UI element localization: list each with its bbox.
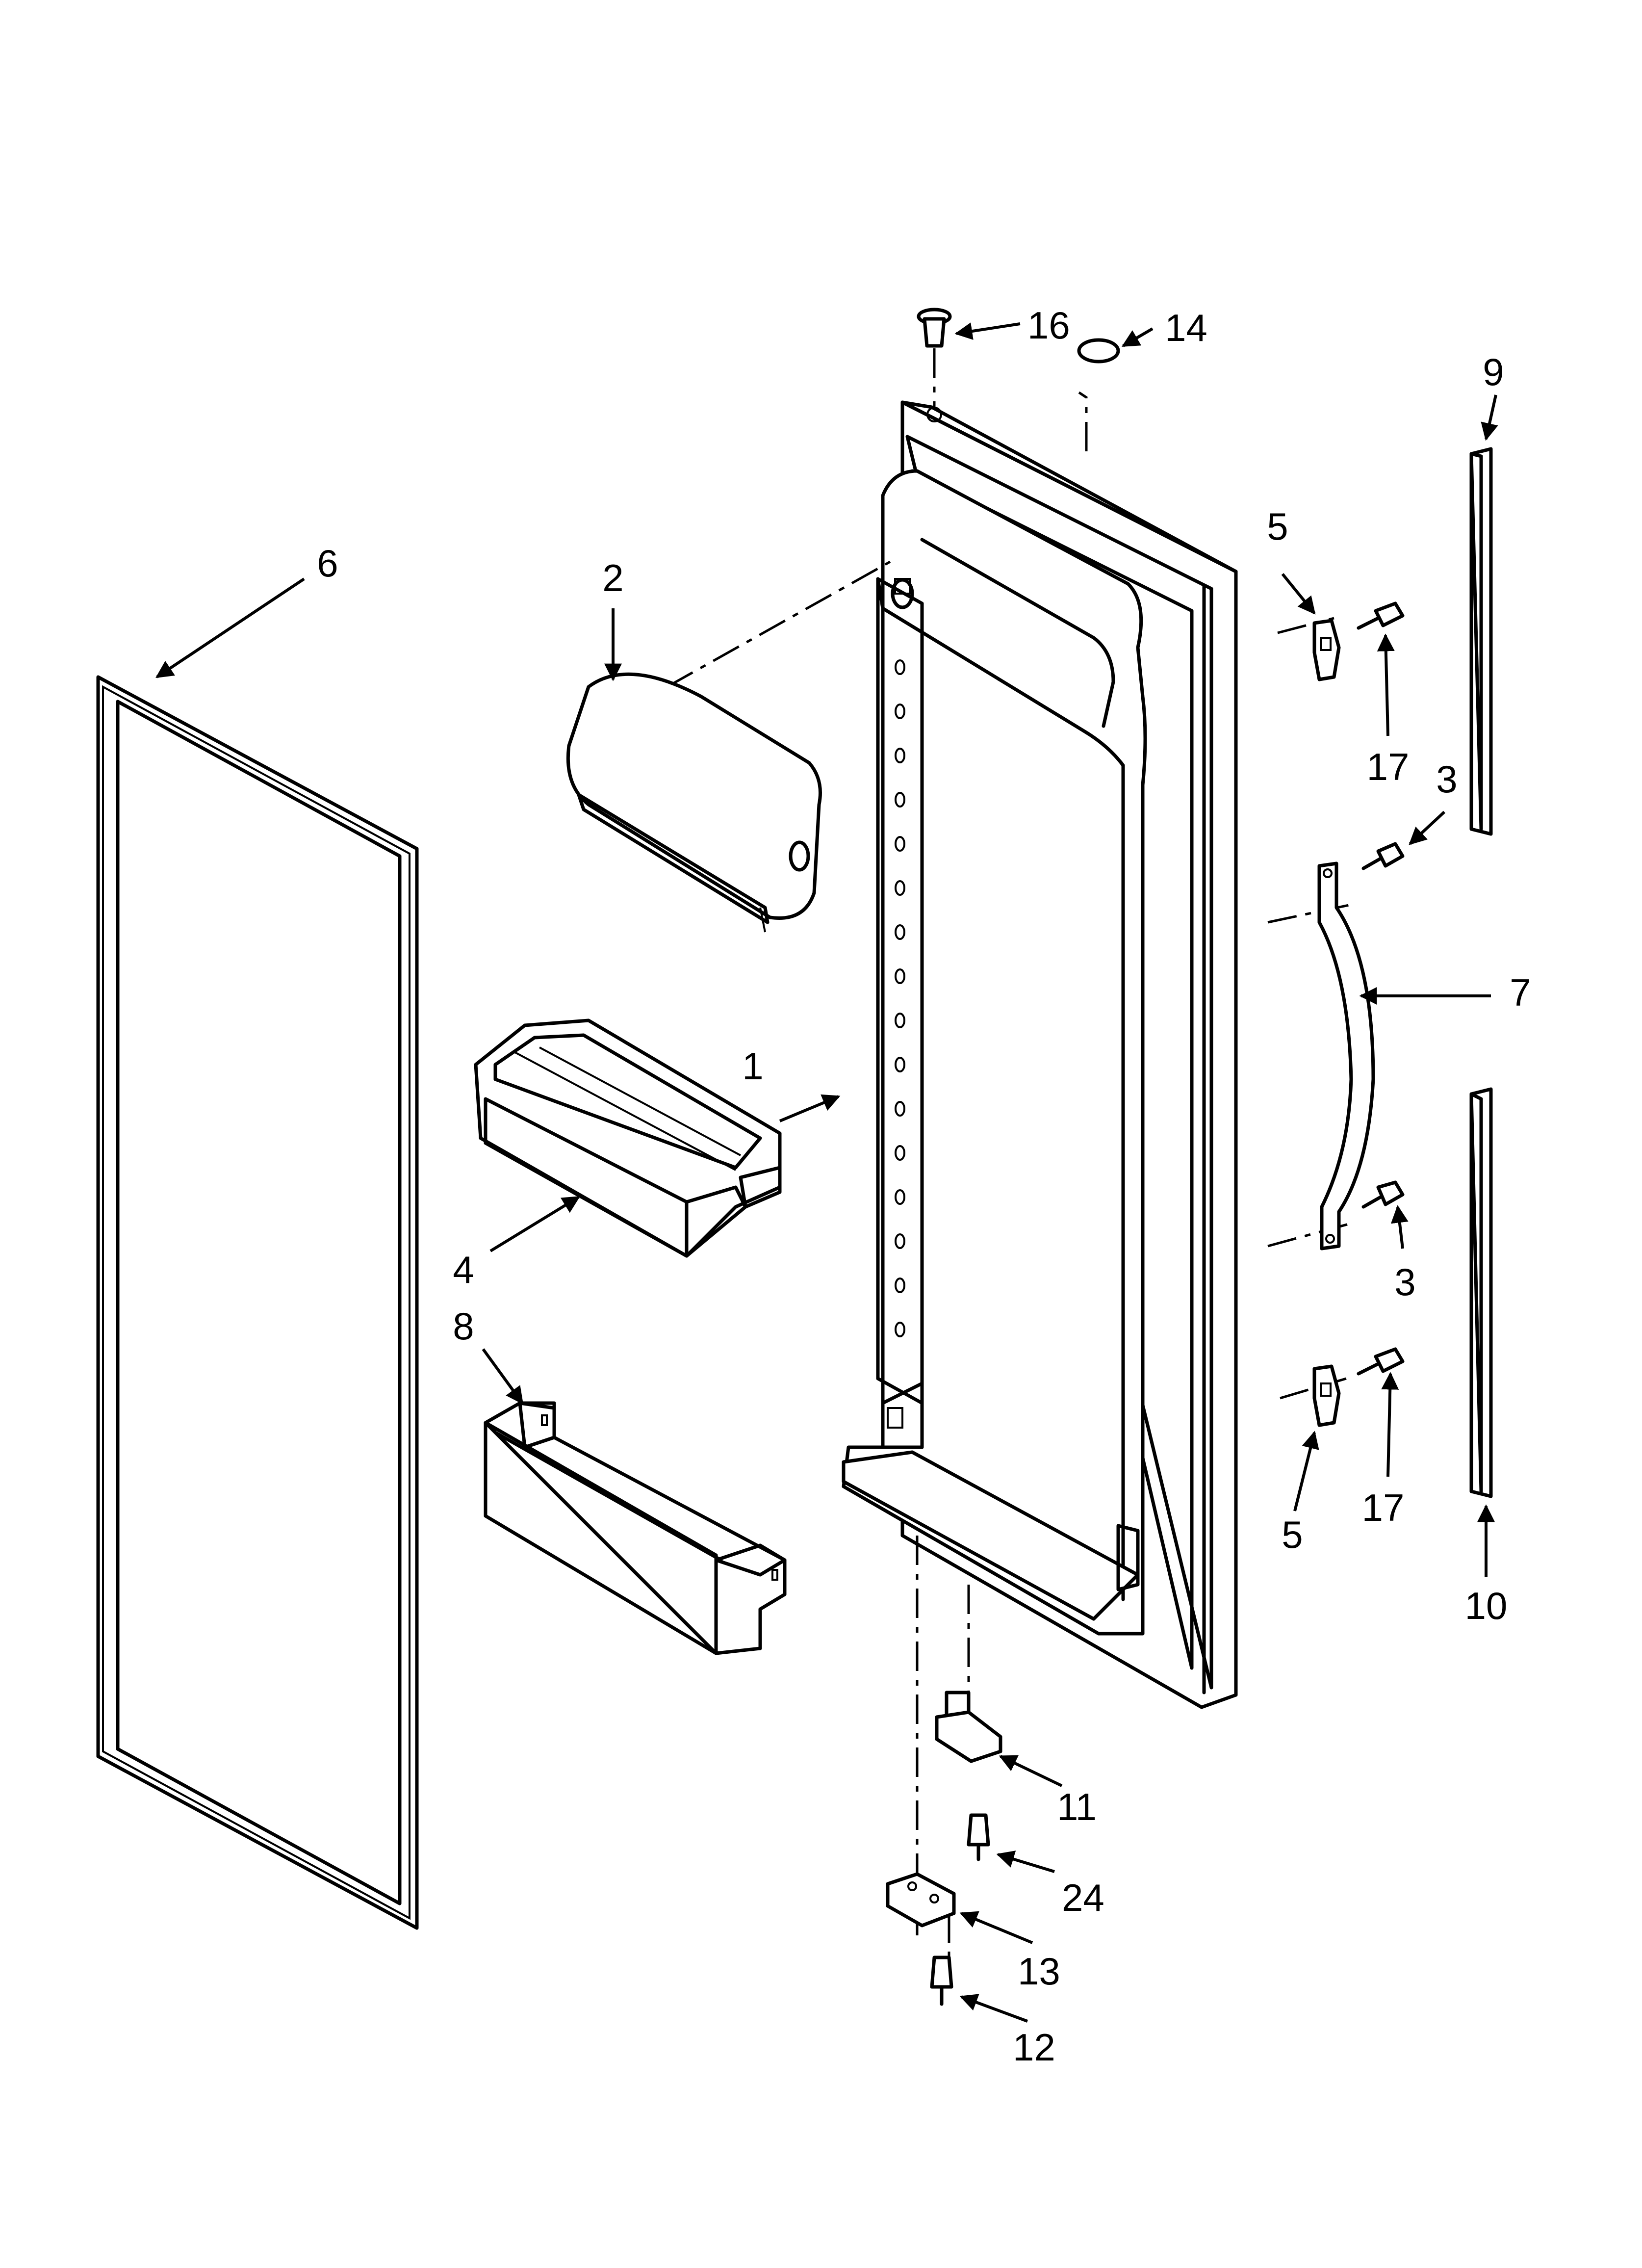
callout-4: 4 (453, 1248, 474, 1291)
door-liner-part (842, 400, 1238, 1709)
callout-7: 7 (1510, 971, 1531, 1014)
callout-17-lower: 17 (1362, 1486, 1405, 1529)
callout-9: 9 (1483, 350, 1504, 393)
dairy-door-part (566, 672, 822, 933)
callout-16: 16 (1027, 304, 1070, 347)
shelf-holes (895, 659, 905, 1337)
callout-2: 2 (602, 556, 623, 600)
callout-17-upper: 17 (1367, 745, 1410, 788)
assembly-lines (666, 348, 1349, 1967)
leader-arrows (155, 322, 1498, 2023)
screw-12 (930, 1955, 953, 2006)
callout-1: 1 (742, 1044, 763, 1088)
callout-8: 8 (453, 1304, 474, 1348)
callout-5-lower: 5 (1282, 1513, 1303, 1556)
callout-labels: 16 14 9 6 2 5 17 3 7 1 4 3 8 5 17 10 11 … (317, 304, 1531, 2069)
callout-3-lower: 3 (1394, 1260, 1415, 1303)
hinge-bracket-part (935, 1691, 1002, 1763)
callout-13: 13 (1018, 1950, 1060, 1993)
handle-part (1317, 861, 1375, 1251)
callout-24: 24 (1062, 1876, 1104, 1919)
lower-trim-part (1469, 1087, 1493, 1498)
screw-17-lower (1357, 1347, 1405, 1376)
callout-5-upper: 5 (1267, 505, 1288, 548)
callout-12: 12 (1013, 2026, 1055, 2069)
callout-6: 6 (317, 542, 338, 585)
door-bin-part (474, 1018, 782, 1258)
callout-3-upper: 3 (1436, 757, 1457, 801)
callout-11: 11 (1057, 1785, 1097, 1828)
upper-trim-part (1469, 447, 1493, 836)
door-gasket-part (96, 675, 419, 1930)
ring-part (1077, 338, 1120, 364)
screw-17-upper (1357, 601, 1405, 630)
hinge-part (886, 1872, 956, 1928)
callout-10: 10 (1465, 1584, 1508, 1627)
clip-part-upper (1312, 619, 1341, 681)
callout-14: 14 (1165, 306, 1207, 349)
lower-door-bin-part (484, 1401, 787, 1655)
plug-part (917, 308, 952, 348)
clip-part-lower (1312, 1364, 1341, 1427)
screw-3-lower (1361, 1180, 1405, 1209)
screw-3-upper (1361, 842, 1405, 870)
screw-24 (967, 1813, 990, 1861)
